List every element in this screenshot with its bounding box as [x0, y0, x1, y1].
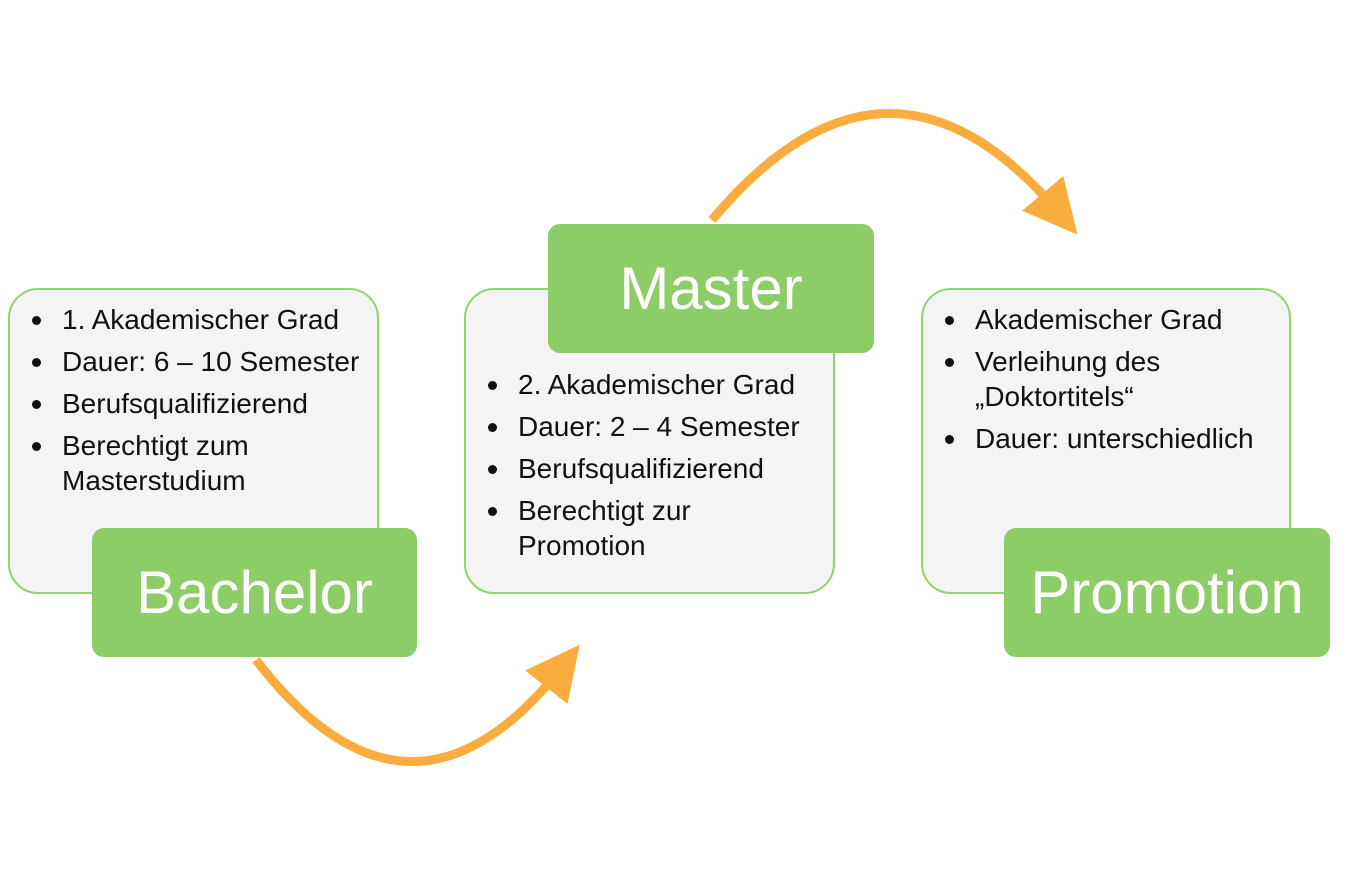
- promotion-bullet-list: Akademischer Grad Verleihung des „Doktor…: [937, 302, 1287, 463]
- list-item: Berufsqualifizierend: [24, 386, 374, 421]
- master-label: Master: [548, 224, 874, 353]
- arrow-master-to-promotion: [708, 109, 1078, 235]
- list-item: Dauer: unterschiedlich: [937, 421, 1287, 456]
- list-item: 2. Akademischer Grad: [480, 367, 830, 402]
- list-item: Dauer: 2 – 4 Semester: [480, 409, 830, 444]
- bachelor-details-card: 1. Akademischer Grad Dauer: 6 – 10 Semes…: [8, 288, 379, 594]
- list-item: Akademischer Grad: [937, 302, 1287, 337]
- bachelor-label: Bachelor: [92, 528, 417, 657]
- list-item: 1. Akademischer Grad: [24, 302, 374, 337]
- list-item: Berechtigt zum Masterstudium: [24, 428, 292, 498]
- list-item: Dauer: 6 – 10 Semester: [24, 344, 374, 379]
- list-item: Verleihung des „Doktortitels“: [937, 344, 1195, 414]
- bachelor-bullet-list: 1. Akademischer Grad Dauer: 6 – 10 Semes…: [24, 302, 374, 505]
- list-item: Berufsqualifizierend: [480, 451, 830, 486]
- arrow-bachelor-to-master: [252, 644, 580, 766]
- promotion-label: Promotion: [1004, 528, 1330, 657]
- list-item: Berechtigt zur Promotion: [480, 493, 718, 563]
- master-bullet-list: 2. Akademischer Grad Dauer: 2 – 4 Semest…: [480, 367, 830, 570]
